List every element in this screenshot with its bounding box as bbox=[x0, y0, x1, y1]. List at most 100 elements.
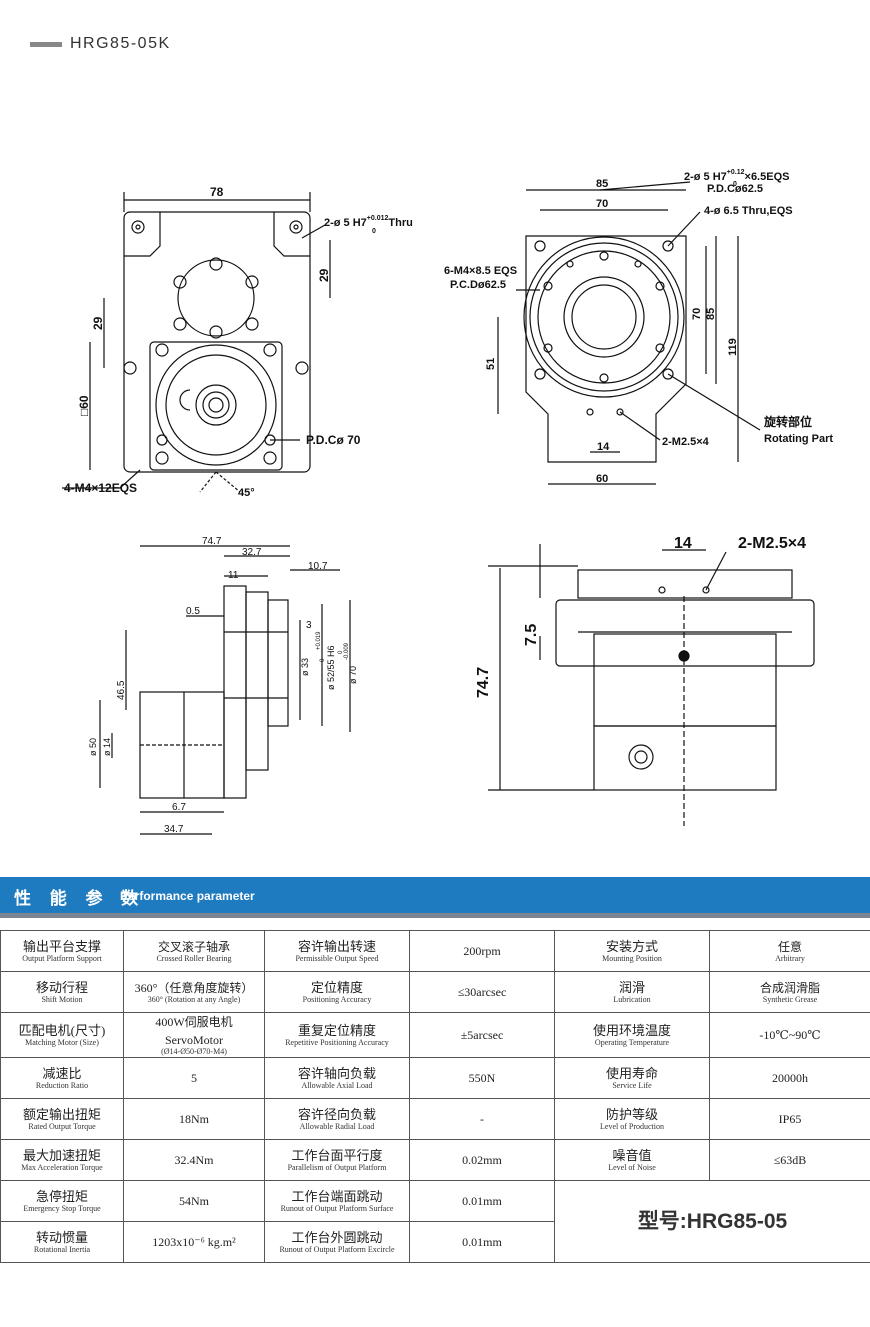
dim-74-7-b: 74.7 bbox=[475, 667, 492, 698]
spec-label-en: Permissible Output Speed bbox=[295, 954, 379, 964]
dim-7-5: 7.5 bbox=[523, 624, 540, 646]
section-title-cn: 性 能 参 数 bbox=[14, 889, 146, 908]
spec-label: 匹配电机(尺寸) bbox=[18, 1022, 106, 1038]
spec-label-en: Shift Motion bbox=[41, 995, 83, 1005]
spec-label: 使用环境温度 bbox=[592, 1022, 671, 1038]
dim-3: 3 bbox=[306, 620, 312, 631]
spec-label: 合成润滑脂 bbox=[759, 980, 820, 995]
spec-value: 0.01mm bbox=[409, 1179, 555, 1222]
dim-32-7: 32.7 bbox=[242, 547, 262, 558]
dim-52: ø 52/55 H6 bbox=[326, 645, 336, 690]
dim-14-b: ø 14 bbox=[102, 738, 112, 756]
spec-label-en: Mounting Position bbox=[602, 954, 662, 964]
spec-label: 移动行程 bbox=[35, 979, 88, 995]
note-m4-8-5: 6-M4×8.5 EQS bbox=[444, 265, 517, 277]
dim-60-b: 60 bbox=[596, 473, 608, 485]
spec-label-en: (Ø14-Ø50-Ø70-M4) bbox=[161, 1047, 227, 1057]
note-thru: 2-ø 5 H7+0.012Thru bbox=[324, 215, 413, 229]
dim-51: 51 bbox=[485, 358, 497, 370]
spec-value-text: 0.01mm bbox=[462, 1194, 502, 1209]
spec-label-en: Output Platform Support bbox=[22, 954, 102, 964]
spec-label: 工作台端面跳动 bbox=[291, 1188, 383, 1204]
dim-78: 78 bbox=[210, 185, 224, 199]
spec-label-en: 360° (Rotation at any Angle) bbox=[147, 995, 241, 1005]
dim-45: 45° bbox=[238, 487, 255, 499]
spec-label: 工作台面平行度 bbox=[291, 1147, 383, 1163]
spec-cell: 400W伺服电机 ServoMotor(Ø14-Ø50-Ø70-M4) bbox=[123, 1012, 265, 1058]
spec-label: 使用寿命 bbox=[605, 1065, 658, 1081]
dim-70-a: 70 bbox=[596, 198, 608, 210]
header-bar bbox=[30, 41, 62, 47]
spec-label: 容许输出转速 bbox=[297, 938, 376, 954]
spec-label: 交叉滚子轴承 bbox=[157, 939, 230, 954]
spec-label: 5 bbox=[191, 1071, 197, 1086]
model-cell: 型号:HRG85-05 bbox=[554, 1179, 870, 1263]
spec-value: 550N bbox=[409, 1056, 555, 1099]
technical-drawing: 78 2-ø 5 H7+0.012Thru 0 29 29 □60 P.D.Cø… bbox=[62, 169, 833, 835]
dim-85-v: 85 bbox=[705, 308, 717, 320]
dim-50: ø 50 bbox=[88, 738, 98, 756]
note-thru-end: Thru bbox=[388, 217, 412, 229]
spec-label-en: Max Acceleration Torque bbox=[21, 1163, 103, 1173]
dim-29-a: 29 bbox=[317, 268, 331, 282]
rotating-part-cn: 旋转部位 bbox=[763, 414, 812, 429]
page-header: HRG85-05K bbox=[30, 34, 171, 54]
section-divider bbox=[0, 913, 870, 918]
spec-value-text: 0.01mm bbox=[462, 1235, 502, 1250]
spec-label-en: Lubrication bbox=[613, 995, 651, 1005]
spec-label-en: Arbitrary bbox=[775, 954, 805, 964]
spec-label-en: Reduction Ratio bbox=[35, 1081, 89, 1091]
spec-label: 安装方式 bbox=[605, 938, 658, 954]
spec-label: 54Nm bbox=[179, 1194, 209, 1209]
spec-label-en: Synthetic Grease bbox=[762, 995, 818, 1005]
dim-70-v: 70 bbox=[691, 308, 703, 320]
spec-value-text: ≤30arcsec bbox=[457, 985, 507, 1000]
spec-label-en: Positioning Accuracy bbox=[302, 995, 372, 1005]
note-pcd-70: P.D.Cø 70 bbox=[306, 433, 361, 447]
page-title: HRG85-05K bbox=[70, 35, 171, 52]
section-banner: 性 能 参 数 Performance parameter bbox=[0, 877, 870, 913]
spec-label-en: Emergency Stop Torque bbox=[23, 1204, 101, 1214]
spec-label: 400W伺服电机 ServoMotor bbox=[155, 1015, 233, 1047]
spec-cell: IP65 bbox=[709, 1097, 870, 1140]
spec-value: ±5arcsec bbox=[409, 1012, 555, 1058]
dim-11: 11 bbox=[228, 570, 239, 581]
spec-cell: 54Nm bbox=[123, 1179, 265, 1222]
spec-value: 200rpm bbox=[409, 930, 555, 972]
note-thru-a: 2-ø 5 H7 bbox=[324, 217, 367, 229]
dim-29-b: 29 bbox=[91, 316, 105, 330]
spec-cell: -10℃~90℃ bbox=[709, 1012, 870, 1058]
spec-label: 减速比 bbox=[42, 1065, 82, 1081]
note-m2-5-b: 2-M2.5×4 bbox=[738, 535, 806, 552]
note-top-1-end: ×6.5EQS bbox=[745, 171, 790, 183]
spec-label: ≤63dB bbox=[773, 1153, 807, 1168]
dim-46-5: 46.5 bbox=[116, 680, 127, 700]
spec-label: 任意 bbox=[777, 939, 802, 954]
spec-label: 急停扭矩 bbox=[35, 1188, 88, 1204]
spec-label-en: Rated Output Torque bbox=[28, 1122, 96, 1132]
dim-85-a: 85 bbox=[596, 178, 608, 190]
spec-label-en: Runout of Output Platform Surface bbox=[280, 1204, 394, 1214]
spec-value: ≤30arcsec bbox=[409, 971, 555, 1013]
dim-33-tol: +0.019 bbox=[316, 631, 322, 650]
spec-label-en: Allowable Radial Load bbox=[299, 1122, 375, 1132]
dim-70-c-tol: -0.009 bbox=[344, 642, 350, 660]
note-top-1-tol-lo: 0 bbox=[733, 181, 737, 188]
